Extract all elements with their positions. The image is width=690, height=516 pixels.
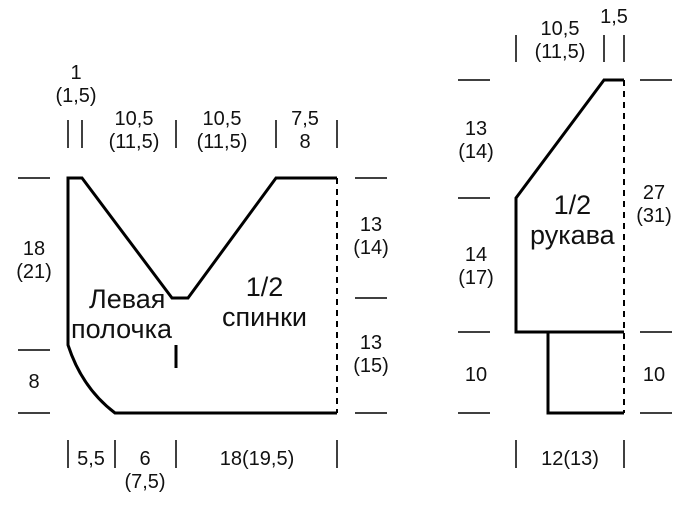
- dim-hem-curve-height: 8: [28, 371, 40, 393]
- dim-sleeve-total-height: 27(31): [636, 182, 672, 227]
- dim-neck-back: 10,5(11,5): [196, 108, 248, 153]
- dim-back-lower: 13(15): [353, 332, 389, 377]
- dim-sleeve-cap-height: 13(14): [458, 118, 494, 163]
- back-piece-name: 1/2 спинки: [222, 272, 308, 332]
- dim-neck-front: 10,5(11,5): [108, 108, 160, 153]
- front-left-ticks: [18, 177, 50, 414]
- sleeve-top-ticks: [515, 35, 625, 62]
- dim-shoulder-edge: 1(1,5): [55, 62, 97, 107]
- front-right-ticks: [355, 177, 387, 414]
- dim-sleeve-cuff-right: 10: [642, 364, 666, 386]
- dim-sleeve-cuff-width: 12(13): [541, 448, 599, 470]
- dim-armhole-height: 18(21): [16, 238, 52, 283]
- front-back-outline: [66, 176, 337, 415]
- sleeve-right-ticks: [640, 79, 672, 414]
- sleeve-left-ticks: [458, 79, 490, 414]
- dim-back-upper: 13(14): [353, 214, 389, 259]
- sleeve-bottom-ticks: [515, 440, 625, 468]
- front-bottom-ticks: [67, 440, 338, 468]
- dim-sleeve-cuff-height: 10: [464, 364, 488, 386]
- dim-bottom-front: 6(7,5): [124, 448, 166, 493]
- front-top-ticks: [67, 120, 338, 148]
- dim-bottom-back: 18(19,5): [219, 448, 295, 470]
- dim-bottom-curve: 5,5: [77, 448, 105, 470]
- sleeve-outline: [514, 78, 624, 415]
- dim-sleeve-body-height: 14(17): [458, 244, 494, 289]
- dim-sleeve-top-edge: 1,5: [600, 6, 628, 28]
- sleeve-piece-name: 1/2 рукава: [530, 190, 615, 250]
- front-piece-name: Левая полочка: [71, 284, 173, 344]
- dim-sleeve-cap-width: 10,5(11,5): [534, 18, 586, 63]
